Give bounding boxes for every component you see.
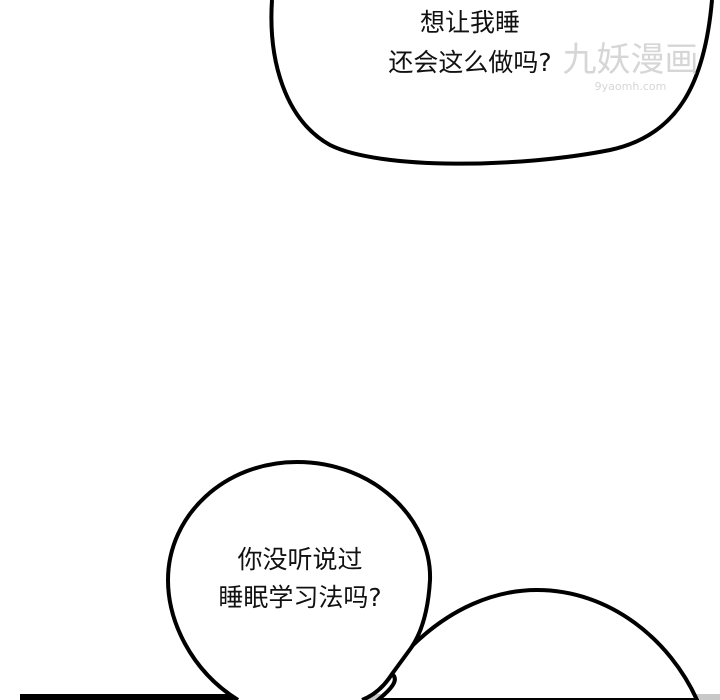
speech-line: 睡眠学习法吗? bbox=[218, 583, 382, 612]
watermark: 九妖漫画 9yaomh.com bbox=[548, 40, 713, 93]
speech-line: 想让我睡 bbox=[419, 8, 520, 37]
floor-black-bar bbox=[20, 694, 235, 700]
speech-text-bottom: 你没听说过 睡眠学习法吗? bbox=[170, 543, 430, 615]
speech-bubble-top bbox=[269, 0, 714, 166]
speech-line: 你没听说过 bbox=[237, 545, 363, 574]
speech-text-top: 想让我睡 还会这么做吗? bbox=[340, 6, 600, 80]
speech-bubble-bottom bbox=[165, 459, 433, 700]
speech-line: 还会这么做吗? bbox=[388, 48, 552, 77]
watermark-site: 9yaomh.com bbox=[594, 80, 667, 93]
watermark-logo: 九妖漫画 bbox=[562, 40, 699, 80]
speech-bubble-right bbox=[374, 587, 700, 700]
